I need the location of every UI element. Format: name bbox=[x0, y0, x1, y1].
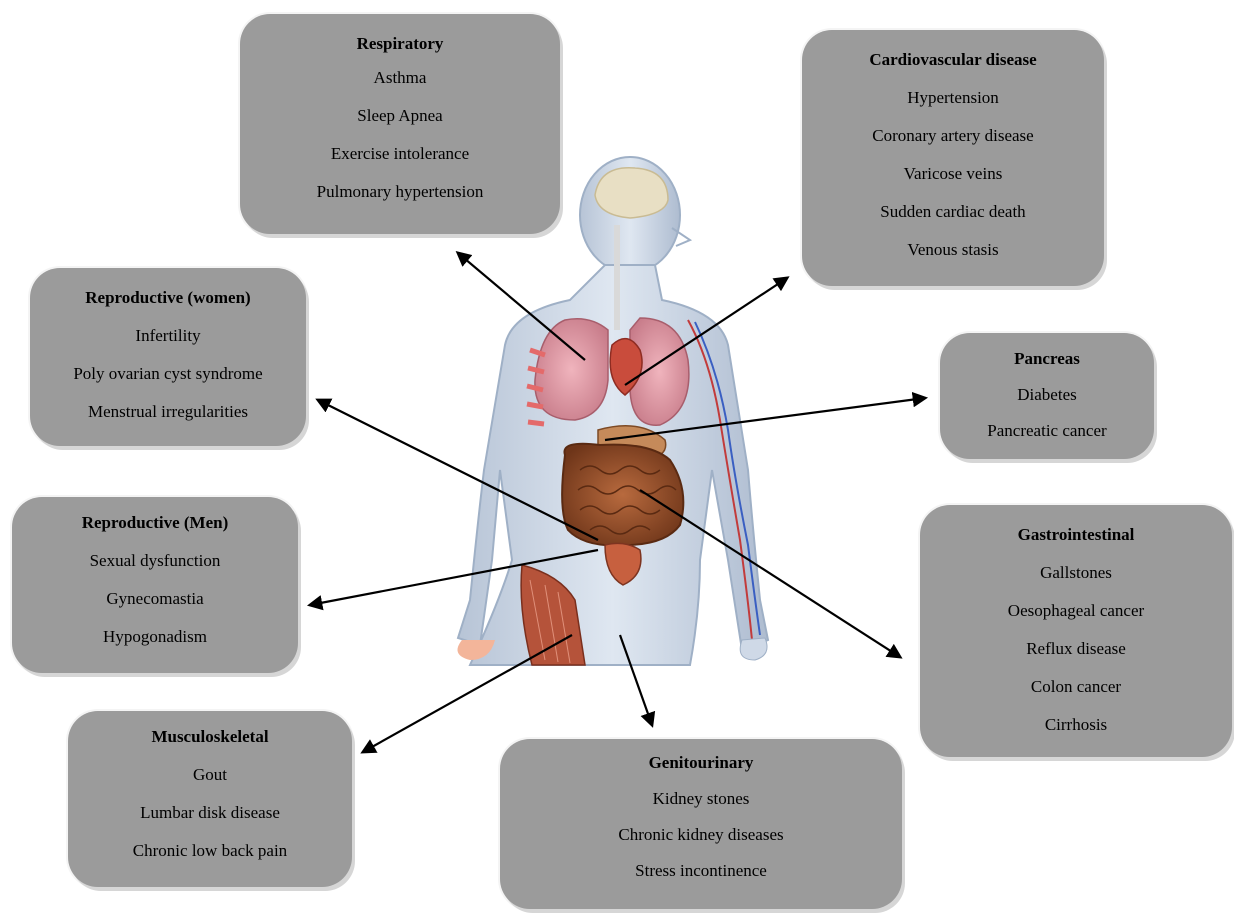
list-item: Stress incontinence bbox=[500, 861, 902, 881]
box-respiratory: Respiratory Asthma Sleep Apnea Exercise … bbox=[240, 14, 560, 234]
list-item: Hypogonadism bbox=[12, 627, 298, 647]
list-item: Chronic kidney diseases bbox=[500, 825, 902, 845]
box-musculoskeletal: Musculoskeletal Gout Lumbar disk disease… bbox=[68, 711, 352, 887]
list-item: Pancreatic cancer bbox=[940, 421, 1154, 441]
list-item: Lumbar disk disease bbox=[68, 803, 352, 823]
list-item: Hypertension bbox=[802, 88, 1104, 108]
list-item: Oesophageal cancer bbox=[920, 601, 1232, 621]
box-pancreas: Pancreas Diabetes Pancreatic cancer bbox=[940, 333, 1154, 459]
list-item: Diabetes bbox=[940, 385, 1154, 405]
box-gastrointestinal: Gastrointestinal Gallstones Oesophageal … bbox=[920, 505, 1232, 757]
arrow-genitourinary bbox=[620, 635, 652, 725]
box-genitourinary: Genitourinary Kidney stones Chronic kidn… bbox=[500, 739, 902, 909]
box-reproductive-men: Reproductive (Men) Sexual dysfunction Gy… bbox=[12, 497, 298, 673]
box-title: Musculoskeletal bbox=[68, 727, 352, 747]
list-item: Gallstones bbox=[920, 563, 1232, 583]
arrow-reproductive-men bbox=[310, 550, 598, 605]
list-item: Sudden cardiac death bbox=[802, 202, 1104, 222]
arrow-cardiovascular bbox=[625, 278, 787, 385]
list-item: Coronary artery disease bbox=[802, 126, 1104, 146]
box-title: Genitourinary bbox=[500, 753, 902, 773]
list-item: Chronic low back pain bbox=[68, 841, 352, 861]
box-title: Respiratory bbox=[240, 34, 560, 54]
box-title: Gastrointestinal bbox=[920, 525, 1232, 545]
list-item: Menstrual irregularities bbox=[30, 402, 306, 422]
arrow-musculoskeletal bbox=[363, 635, 572, 752]
arrow-respiratory bbox=[458, 253, 585, 360]
list-item: Kidney stones bbox=[500, 789, 902, 809]
list-item: Reflux disease bbox=[920, 639, 1232, 659]
list-item: Poly ovarian cyst syndrome bbox=[30, 364, 306, 384]
list-item: Venous stasis bbox=[802, 240, 1104, 260]
box-title: Reproductive (women) bbox=[30, 288, 306, 308]
list-item: Cirrhosis bbox=[920, 715, 1232, 735]
list-item: Exercise intolerance bbox=[240, 144, 560, 164]
arrow-reproductive-women bbox=[318, 400, 598, 540]
list-item: Gynecomastia bbox=[12, 589, 298, 609]
list-item: Asthma bbox=[240, 68, 560, 88]
list-item: Sleep Apnea bbox=[240, 106, 560, 126]
box-title: Pancreas bbox=[940, 349, 1154, 369]
box-cardiovascular: Cardiovascular disease Hypertension Coro… bbox=[802, 30, 1104, 286]
box-reproductive-women: Reproductive (women) Infertility Poly ov… bbox=[30, 268, 306, 446]
box-title: Cardiovascular disease bbox=[802, 50, 1104, 70]
list-item: Sexual dysfunction bbox=[12, 551, 298, 571]
list-item: Pulmonary hypertension bbox=[240, 182, 560, 202]
arrow-gastrointestinal bbox=[640, 490, 900, 657]
list-item: Colon cancer bbox=[920, 677, 1232, 697]
list-item: Gout bbox=[68, 765, 352, 785]
list-item: Infertility bbox=[30, 326, 306, 346]
arrow-pancreas bbox=[605, 398, 925, 440]
list-item: Varicose veins bbox=[802, 164, 1104, 184]
box-title: Reproductive (Men) bbox=[12, 513, 298, 533]
